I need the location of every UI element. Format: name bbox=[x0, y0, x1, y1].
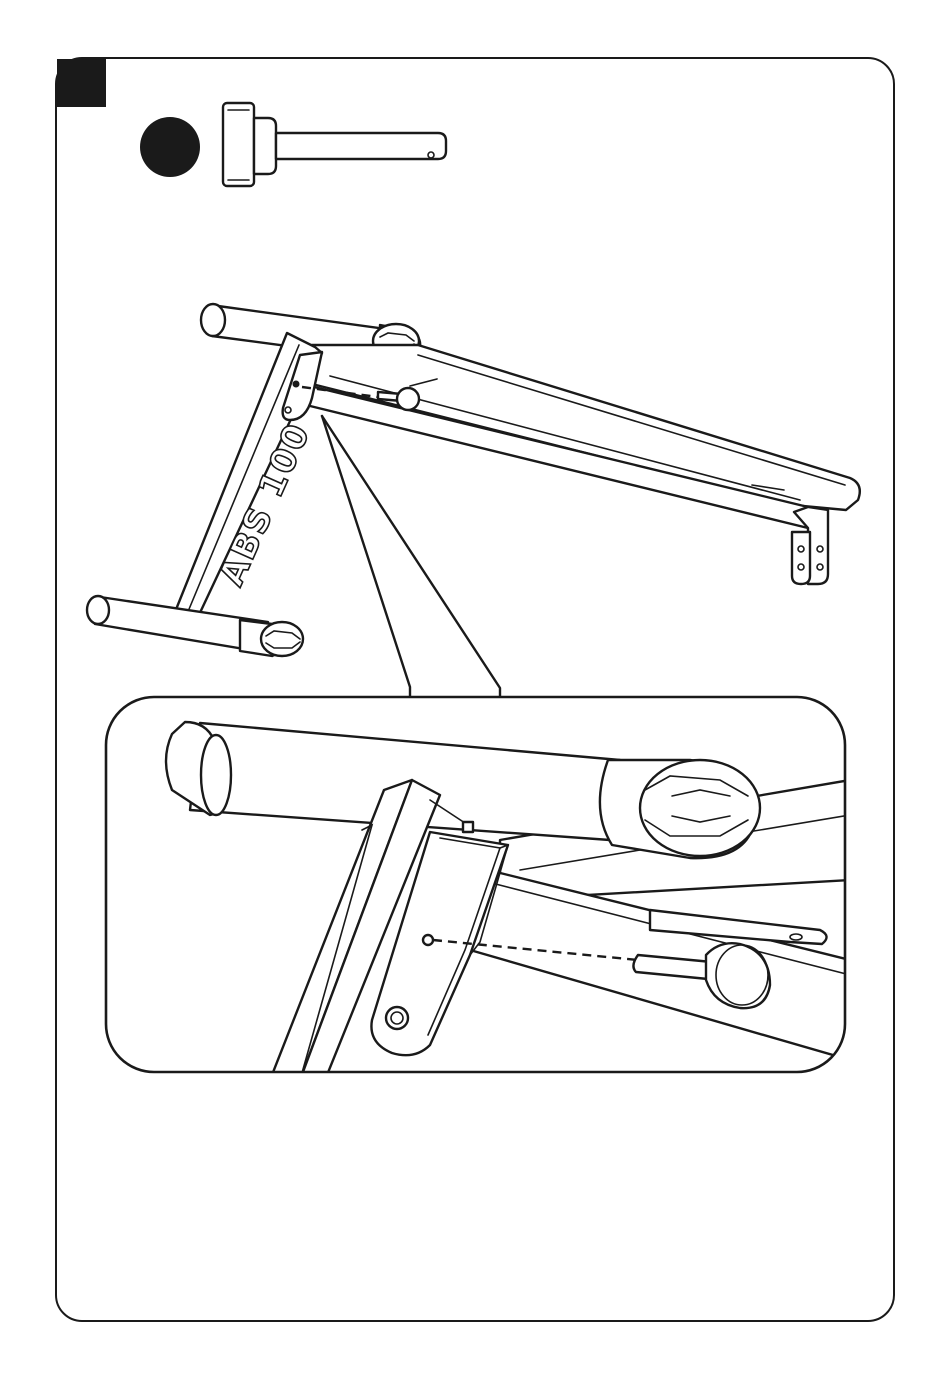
pin-hole-detail-inset bbox=[106, 697, 850, 1080]
page-frame bbox=[56, 58, 894, 1321]
foam-roller-icon bbox=[640, 760, 760, 856]
foam-roller-icon bbox=[240, 620, 303, 656]
step-marker-square bbox=[57, 59, 106, 107]
part-id-dot bbox=[140, 117, 200, 177]
